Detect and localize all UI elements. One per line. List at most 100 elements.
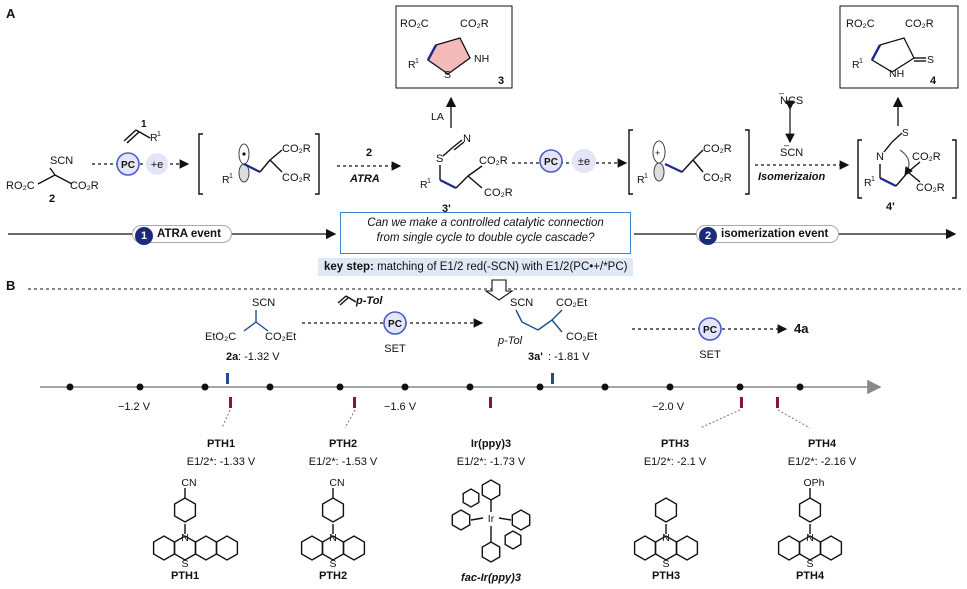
- svg-text:S: S: [436, 153, 443, 165]
- ir-bond: [470, 517, 484, 521]
- compound-4prime-label: 4': [886, 201, 895, 213]
- ppy-ring: [511, 509, 531, 531]
- para-substituent: CN: [181, 477, 196, 489]
- tick-label-2: −1.6 V: [384, 401, 417, 413]
- axis-dot: [796, 383, 804, 391]
- potential-3a: : -1.81 V: [548, 351, 590, 363]
- marker-pth1: [229, 397, 232, 408]
- pth-nitrogen: N: [181, 532, 189, 544]
- axis-dot: [736, 383, 744, 391]
- svg-text:SET: SET: [384, 343, 406, 355]
- svg-text:PTH3: PTH3: [652, 570, 680, 582]
- pth-sulfur: S: [806, 558, 813, 570]
- compound-2-structure: SCN RO₂C CO₂R 2: [6, 155, 99, 205]
- marker-irppy3: [489, 397, 492, 408]
- svg-text:R: R: [222, 174, 230, 186]
- atra-label: ATRA: [349, 173, 380, 185]
- catalyst-irppy3: Ir(ppy)3 E1/2*: -1.73 V fac-Ir(ppy)3: [457, 438, 526, 584]
- pth-nitrogen: N: [662, 532, 670, 544]
- svg-text:CO₂R: CO₂R: [484, 187, 513, 199]
- svg-text:R: R: [150, 132, 158, 144]
- svg-text:CO₂Et: CO₂Et: [556, 297, 587, 309]
- svg-text:PTH3: PTH3: [661, 438, 689, 450]
- svg-text:PC: PC: [544, 157, 558, 168]
- compound-2-label: 2: [49, 193, 55, 205]
- ptol-alkene: p-Tol: [337, 295, 383, 307]
- product-4a: 4a: [794, 321, 809, 336]
- n-aryl-ring: [654, 497, 678, 523]
- svg-text:CO₂Et: CO₂Et: [265, 331, 296, 343]
- pc-oxidation-step: PC ±e: [539, 149, 596, 173]
- n-aryl-ring: [173, 497, 197, 523]
- svg-text:R: R: [864, 177, 872, 189]
- svg-text:R: R: [408, 59, 416, 71]
- svg-text:NH: NH: [474, 53, 489, 65]
- substrate-2a: SCN EtO₂C CO₂Et 2a : -1.32 V: [205, 297, 296, 363]
- pc-set-2: PC SET: [698, 317, 722, 361]
- svg-text:–: –: [784, 140, 789, 150]
- ppy-ring: [451, 509, 471, 531]
- svg-text:CO₂R: CO₂R: [703, 143, 732, 155]
- svg-text:PC: PC: [121, 160, 135, 171]
- label-2a: 2a: [226, 351, 239, 363]
- marker-pth3: [740, 397, 743, 408]
- ppy-ring: [504, 530, 522, 550]
- pth-sulfur: S: [662, 558, 669, 570]
- svg-text:–: –: [779, 88, 784, 98]
- svg-text:CO₂R: CO₂R: [282, 172, 311, 184]
- svg-text:E1/2*: -1.33 V: E1/2*: -1.33 V: [187, 456, 256, 468]
- svg-text:p-Tol: p-Tol: [497, 335, 523, 347]
- svg-text:fac-Ir(ppy)3: fac-Ir(ppy)3: [461, 572, 521, 584]
- svg-text:RO₂C: RO₂C: [846, 18, 875, 30]
- svg-text:2: 2: [366, 147, 372, 159]
- tick-label-1: −1.2 V: [118, 401, 151, 413]
- svg-text:E1/2*: -2.16 V: E1/2*: -2.16 V: [788, 456, 857, 468]
- svg-text:PC: PC: [703, 325, 717, 336]
- pth-left-ring: [300, 535, 324, 561]
- axis-dot: [536, 383, 544, 391]
- svg-text:1: 1: [427, 178, 431, 185]
- pth-nitrogen: N: [329, 532, 337, 544]
- ir-bond: [498, 517, 512, 521]
- alkene-1: 1 R 1: [123, 119, 161, 144]
- svg-text:CO₂Et: CO₂Et: [566, 331, 597, 343]
- pth-nitrogen: N: [806, 532, 814, 544]
- svg-text:CO₂R: CO₂R: [703, 172, 732, 184]
- svg-text:1: 1: [141, 119, 147, 130]
- svg-text:±e: ±e: [578, 156, 590, 168]
- compound-4prime-structure: N S R 1 CO₂R CO₂R 4': [857, 128, 957, 213]
- pth-right-ring: [194, 535, 218, 561]
- svg-text:+: +: [655, 148, 660, 158]
- svg-text:1: 1: [859, 58, 863, 65]
- svg-text:R: R: [637, 174, 645, 186]
- cation-intermediate: + R 1 CO₂R CO₂R: [628, 129, 750, 195]
- svg-text:R: R: [420, 179, 428, 191]
- potential-2a: : -1.32 V: [238, 351, 280, 363]
- svg-text:PTH1: PTH1: [171, 570, 199, 582]
- svg-text:N: N: [463, 133, 471, 145]
- pth-left-ring: [633, 535, 657, 561]
- pth-left-ring: [152, 535, 176, 561]
- isomerization-label: Isomerizaion: [758, 171, 826, 183]
- svg-text:1: 1: [229, 173, 233, 180]
- svg-text:SET: SET: [699, 349, 721, 361]
- compound-3prime-label: 3': [442, 203, 451, 215]
- compound-4-structure: S RO₂C CO₂R NH R 1 4: [839, 5, 959, 89]
- svg-text:N: N: [876, 151, 884, 163]
- para-substituent: OPh: [803, 477, 824, 489]
- pth-left-ring: [777, 535, 801, 561]
- svg-text:S: S: [444, 69, 451, 81]
- pth-right-ring: [819, 535, 843, 561]
- svg-text:p-Tol: p-Tol: [355, 295, 383, 307]
- ppy-ring: [481, 541, 501, 563]
- marker-2a: [226, 373, 229, 384]
- marker-pth4: [776, 397, 779, 408]
- svg-text:PTH1: PTH1: [207, 438, 235, 450]
- panel-b-label: B: [6, 278, 15, 293]
- lewis-acid-label: LA: [431, 111, 444, 123]
- ppy-ring: [481, 479, 501, 501]
- svg-text:1: 1: [644, 173, 648, 180]
